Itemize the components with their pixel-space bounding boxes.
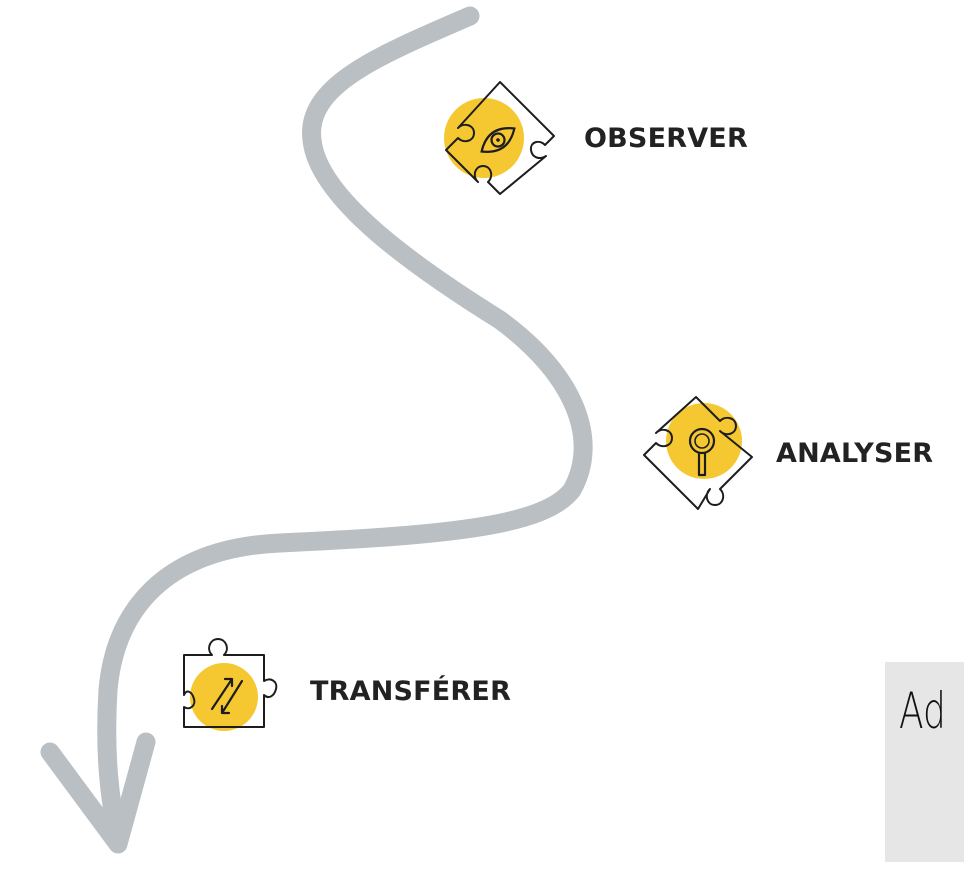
step-analyser: ANALYSER — [640, 395, 933, 511]
step-label: OBSERVER — [584, 122, 748, 154]
magnifier-icon — [643, 396, 753, 510]
step-transferer: TRANSFÉRER — [172, 633, 511, 749]
step-observer: OBSERVER — [440, 80, 748, 196]
curved-flow-line — [97, 6, 593, 850]
note-box: Ad — [885, 662, 964, 862]
eye-icon — [444, 81, 555, 195]
arrowhead — [40, 732, 156, 854]
step-label: ANALYSER — [776, 437, 934, 469]
note-text: Ad — [899, 682, 946, 740]
transfer-arrows-icon — [183, 638, 278, 731]
step-label: TRANSFÉRER — [310, 675, 512, 707]
